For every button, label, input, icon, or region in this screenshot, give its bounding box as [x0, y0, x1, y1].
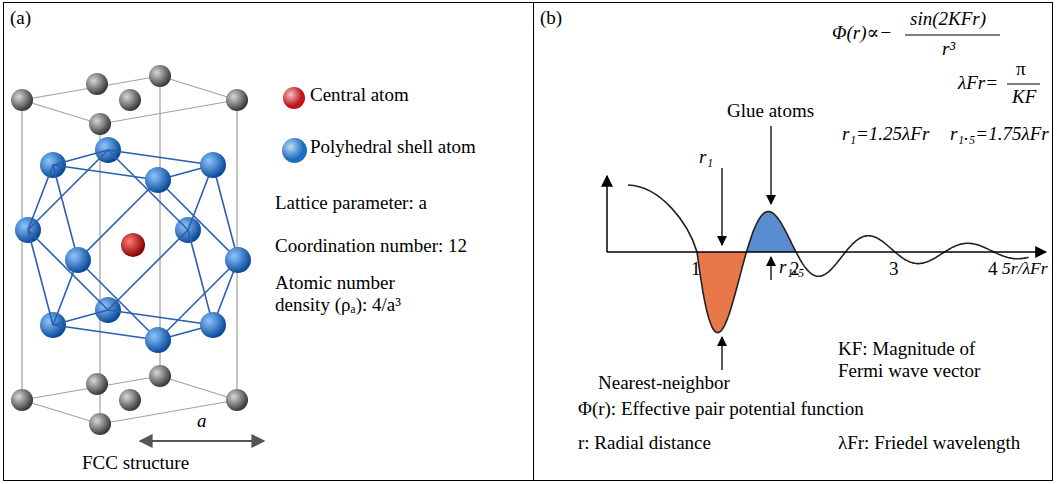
shell-edge: [28, 150, 108, 230]
corner-atom: [149, 65, 171, 87]
potential-line: [628, 185, 1029, 333]
shell-atom: [200, 152, 226, 178]
fraction-bar: [1007, 83, 1040, 84]
corner-atom: [11, 389, 33, 411]
corner-atom: [226, 89, 248, 111]
axis-label: 5r/λFr: [1002, 258, 1048, 278]
central-atom: [121, 233, 145, 257]
formula-text: sin(2KFr): [910, 8, 986, 30]
shell-edge: [78, 260, 158, 340]
shell-atom: [225, 247, 251, 273]
shell-edge: [213, 165, 238, 260]
tick-label: 4: [988, 258, 998, 280]
y-axis: [606, 176, 608, 252]
shell-edge: [28, 165, 53, 230]
leader-arrow: [770, 257, 771, 280]
tick-label: 1: [691, 258, 701, 280]
cell-edge: [21, 100, 22, 400]
x-axis: [607, 251, 1046, 253]
fraction-bar: [905, 34, 1000, 35]
property-text: Atomic number density (ρₐ): 4/a³: [275, 272, 440, 316]
shell-edge: [53, 310, 108, 325]
property-text: Coordination number: 12: [275, 235, 467, 257]
shell-edge: [108, 310, 213, 325]
legend-swatch: [282, 138, 307, 163]
dimension-label: a: [197, 410, 207, 432]
callout-text: Nearest-neighbor: [598, 372, 730, 394]
formula-text: λFr=: [958, 72, 998, 94]
formula-text: KF: [1012, 86, 1036, 108]
potential-curve: [628, 185, 1029, 333]
definition-text: λFr: Friedel wavelength: [838, 432, 1020, 454]
definition-text: r: Radial distance: [578, 432, 711, 454]
shell-edge: [53, 165, 78, 260]
definition-text: KF: Magnitude of Fermi wave vector: [838, 338, 1003, 382]
figure-caption: FCC structure: [82, 452, 189, 474]
fcc-atoms: [11, 65, 251, 435]
shell-atom: [145, 327, 171, 353]
leader-arrow: [770, 126, 771, 204]
tick-label: 3: [889, 258, 899, 280]
corner-atom: [119, 389, 141, 411]
corner-atom: [89, 413, 111, 435]
callout-text: r₁: [699, 146, 713, 168]
legend-swatch: [283, 87, 305, 109]
corner-atom: [89, 113, 111, 135]
shell-edge: [108, 150, 213, 165]
corner-atom: [226, 389, 248, 411]
panel-label: (a): [10, 7, 31, 29]
formula-text: r³: [942, 38, 955, 60]
fcc-frame: [22, 76, 237, 424]
shell-edge: [188, 230, 213, 325]
corner-atom: [86, 73, 108, 95]
formula-text: r₁.₅=1.75λFr: [950, 123, 1049, 145]
cell-edge: [22, 76, 237, 124]
corner-atom: [149, 365, 171, 387]
corner-atom: [119, 89, 141, 111]
shell-atom: [65, 247, 91, 273]
formula-text: π: [1016, 58, 1026, 80]
shell-atom: [145, 167, 171, 193]
shell-edges: [28, 150, 238, 340]
property-text: Lattice parameter: a: [275, 192, 427, 214]
callout-text: r₁.₅: [779, 256, 804, 278]
shell-edge: [53, 165, 158, 180]
shell-back: [15, 137, 201, 338]
callout-text: Glue atoms: [727, 100, 814, 122]
shell-edge: [53, 325, 158, 340]
shell-atom: [200, 312, 226, 338]
corner-atom: [11, 89, 33, 111]
corner-atom: [86, 373, 108, 395]
formula-text: r₁=1.25λFr: [842, 123, 929, 145]
shell-edge: [108, 230, 188, 310]
shell-edge: [28, 230, 108, 310]
dimension-arrow: [140, 440, 264, 442]
leader-arrow: [721, 337, 722, 370]
nearest-neighbor-well: [697, 252, 747, 333]
legend-text: Central atom: [310, 84, 409, 106]
shell-edge: [78, 180, 158, 260]
formula-text: Φ(r)∝−: [832, 22, 892, 44]
shell-front: [65, 152, 251, 353]
legend-text: Polyhedral shell atom: [310, 136, 476, 158]
panel-label: (b): [540, 7, 562, 29]
leader-arrow: [721, 168, 722, 245]
shell-edge: [158, 260, 238, 340]
definition-text: Φ(r): Effective pair potential function: [578, 398, 864, 420]
shell-edge: [28, 230, 53, 325]
